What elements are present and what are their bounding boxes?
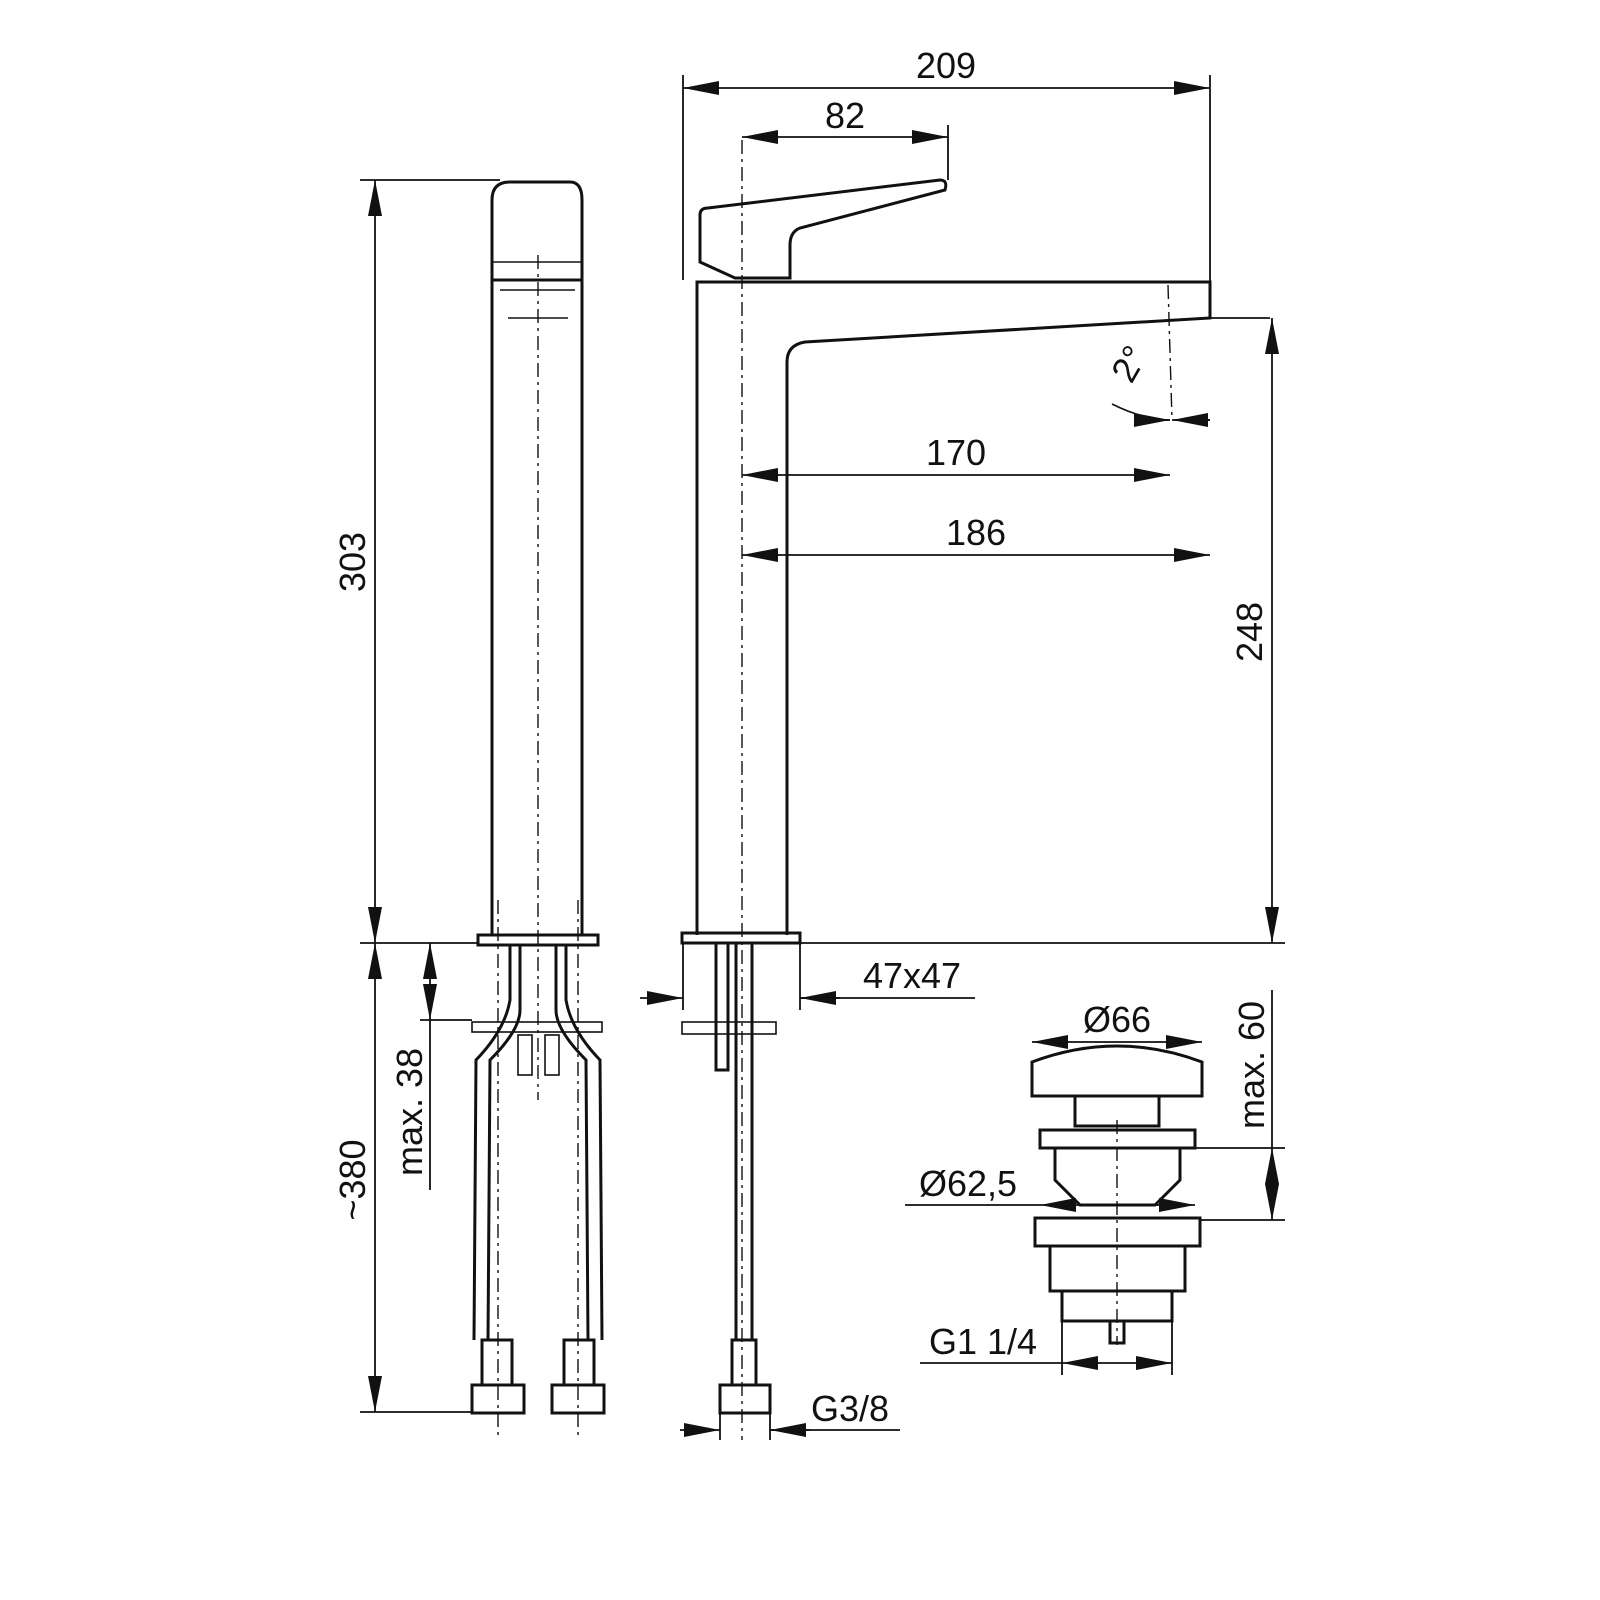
- dim-max-deck: max. 38: [389, 1048, 430, 1176]
- dim-left-height: 303: [332, 532, 373, 592]
- dim-drain-cap-dia: Ø66: [1083, 999, 1151, 1040]
- dim-spout-reach-186: 186: [946, 512, 1006, 553]
- front-base-plate: [680, 931, 802, 945]
- dim-overall-width: 209: [916, 45, 976, 86]
- body: [490, 278, 584, 937]
- dimension-lines: [360, 75, 1285, 1440]
- lever-handle: [698, 178, 948, 280]
- dim-base-size: 47x47: [863, 955, 961, 996]
- front-view: [680, 140, 1212, 1440]
- dim-hose-thread: G3/8: [811, 1388, 889, 1429]
- front-hose-nut: [718, 1383, 772, 1415]
- hose-right: [554, 945, 604, 1341]
- pop-up-drain: [1030, 1044, 1204, 1345]
- dim-lever-reach: 82: [825, 95, 865, 136]
- mounting-plate: [471, 1021, 603, 1033]
- dim-drain-max: max. 60: [1231, 1001, 1272, 1129]
- lever-cap: [490, 180, 584, 282]
- dim-drain-flange-dia: Ø62,5: [919, 1163, 1017, 1204]
- drain-cap: [1030, 1044, 1204, 1098]
- hose-left: [472, 945, 522, 1341]
- dim-hose-length: ~380: [332, 1139, 373, 1220]
- dim-spout-reach-170: 170: [926, 432, 986, 473]
- side-view: [470, 180, 606, 1440]
- dim-spout-height: 248: [1229, 602, 1270, 662]
- dim-spout-angle: 2°: [1103, 339, 1156, 389]
- dim-drain-thread: G1 1/4: [929, 1321, 1037, 1362]
